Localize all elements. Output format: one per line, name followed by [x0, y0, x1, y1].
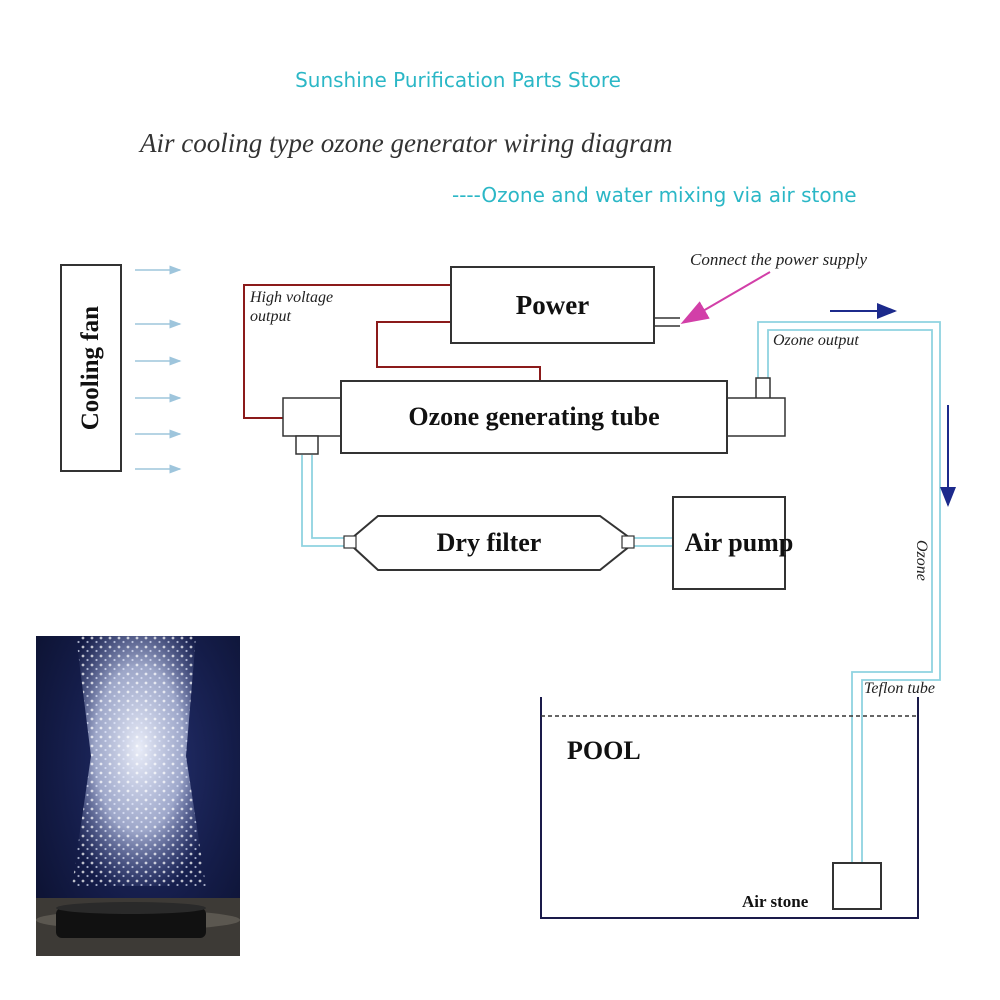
ozone-generating-tube: Ozone generating tube: [340, 380, 728, 454]
dry-filter-inlet: [343, 535, 357, 549]
air-stone-block: [832, 862, 882, 910]
cooling-fan-label: Cooling fan: [76, 305, 104, 431]
ozone-output-port: [755, 377, 771, 401]
air-stone-bubbles-photo: [36, 636, 240, 956]
bubble-column: [36, 636, 240, 956]
ozone-flow-label: Ozone: [913, 540, 930, 581]
high-voltage-label: High voltage output: [250, 289, 334, 326]
ozone-tube-label: Ozone generating tube: [408, 402, 660, 432]
airflow-arrows: [135, 265, 182, 474]
power-label: Power: [515, 289, 590, 320]
air-pump-label: Air pump: [684, 528, 794, 558]
power-box: Power: [450, 266, 655, 344]
connect-power-label: Connect the power supply: [690, 250, 868, 269]
pool-tank: [540, 697, 919, 919]
dry-filter-outlet: [621, 535, 635, 549]
air-pump-box: Air pump: [672, 496, 793, 590]
ozone-output-label: Ozone output: [773, 332, 859, 349]
high-voltage-wires: [243, 284, 541, 419]
tube-right-cap: [726, 397, 786, 437]
air-feed-tube: [301, 455, 352, 547]
power-plug: [655, 317, 680, 327]
diagram-subtitle: ----Ozone and water mixing via air stone: [452, 183, 857, 207]
tube-inlet-port: [295, 435, 319, 455]
teflon-tube-label: Teflon tube: [864, 680, 935, 697]
air-stone-label: Air stone: [742, 892, 809, 911]
tube-left-cap: [282, 397, 342, 437]
dry-filter-label: Dry filter: [436, 528, 542, 558]
diagram-title: Air cooling type ozone generator wiring …: [140, 128, 673, 158]
store-name: Sunshine Purification Parts Store: [295, 68, 621, 92]
pool-label: POOL: [567, 736, 641, 765]
cooling-fan: Cooling fan: [60, 264, 122, 472]
pump-tube: [630, 537, 672, 547]
dry-filter: Dry filter: [378, 518, 600, 568]
power-supply-pointer: [680, 271, 771, 325]
